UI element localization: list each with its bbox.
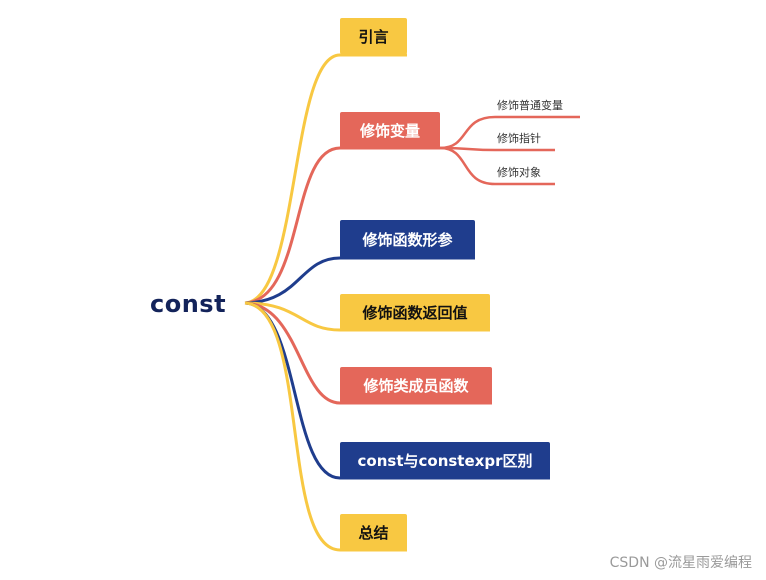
link-sub-pointer <box>439 146 555 152</box>
link-return <box>244 301 490 332</box>
node-modify-variable: 修饰变量 <box>340 112 440 148</box>
node-const-vs-constexpr: const与constexpr区别 <box>340 442 550 478</box>
node-modify-params: 修饰函数形参 <box>340 220 475 258</box>
link-sub-normal <box>439 115 580 150</box>
node-modify-return: 修饰函数返回值 <box>340 294 490 330</box>
node-intro: 引言 <box>340 18 407 54</box>
sub-node-object: 修饰对象 <box>497 166 541 179</box>
sub-node-pointer: 修饰指针 <box>497 132 541 145</box>
root-node: const <box>150 290 227 318</box>
watermark: CSDN @流星雨爱编程 <box>609 555 752 571</box>
node-modify-member-func: 修饰类成员函数 <box>340 367 492 403</box>
link-sub-object <box>439 146 555 186</box>
link-params <box>244 256 475 305</box>
link-summary <box>244 301 407 552</box>
link-intro <box>244 53 407 305</box>
link-variable <box>244 146 440 305</box>
link-member <box>244 301 492 405</box>
node-summary: 总结 <box>340 514 407 550</box>
sub-node-normal-variable: 修饰普通变量 <box>497 99 563 112</box>
